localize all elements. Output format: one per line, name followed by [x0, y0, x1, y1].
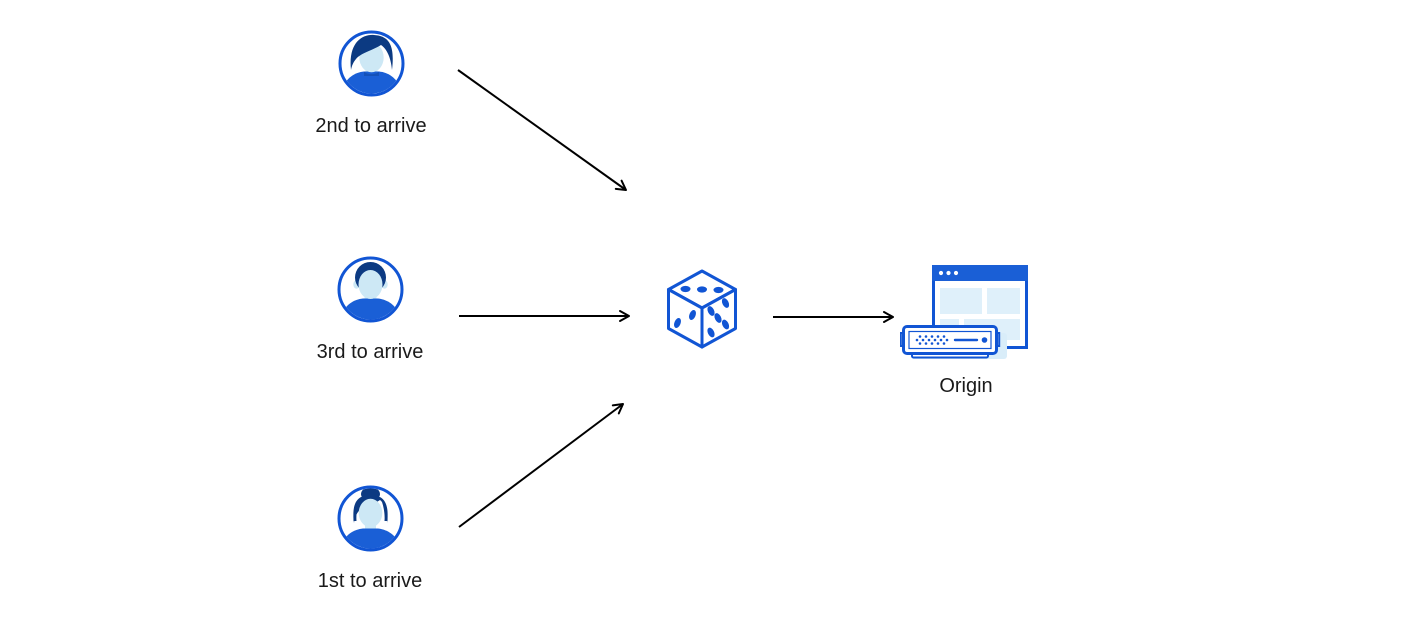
client-label-1st: 1st to arrive: [317, 570, 423, 592]
randomizer-node: [664, 268, 740, 350]
arrow-client1st-to-dice: [458, 403, 624, 528]
man-short-hair-avatar: [337, 256, 403, 323]
origin-node: Origin: [898, 263, 1034, 398]
client-node-1st: 1st to arrive: [300, 485, 440, 593]
client-label-2nd: 2nd to arrive: [315, 115, 427, 137]
dice-icon: [667, 269, 737, 349]
client-node-3rd: 3rd to arrive: [300, 256, 440, 364]
arrow-client2nd-to-dice: [457, 69, 627, 191]
client-label-3rd: 3rd to arrive: [316, 341, 424, 363]
origin-label: Origin: [939, 375, 993, 397]
origin-server-icon: [900, 265, 1028, 359]
man-swoop-hair-avatar: [338, 30, 404, 97]
woman-bun-avatar: [337, 485, 403, 552]
client-node-2nd: 2nd to arrive: [301, 30, 441, 138]
